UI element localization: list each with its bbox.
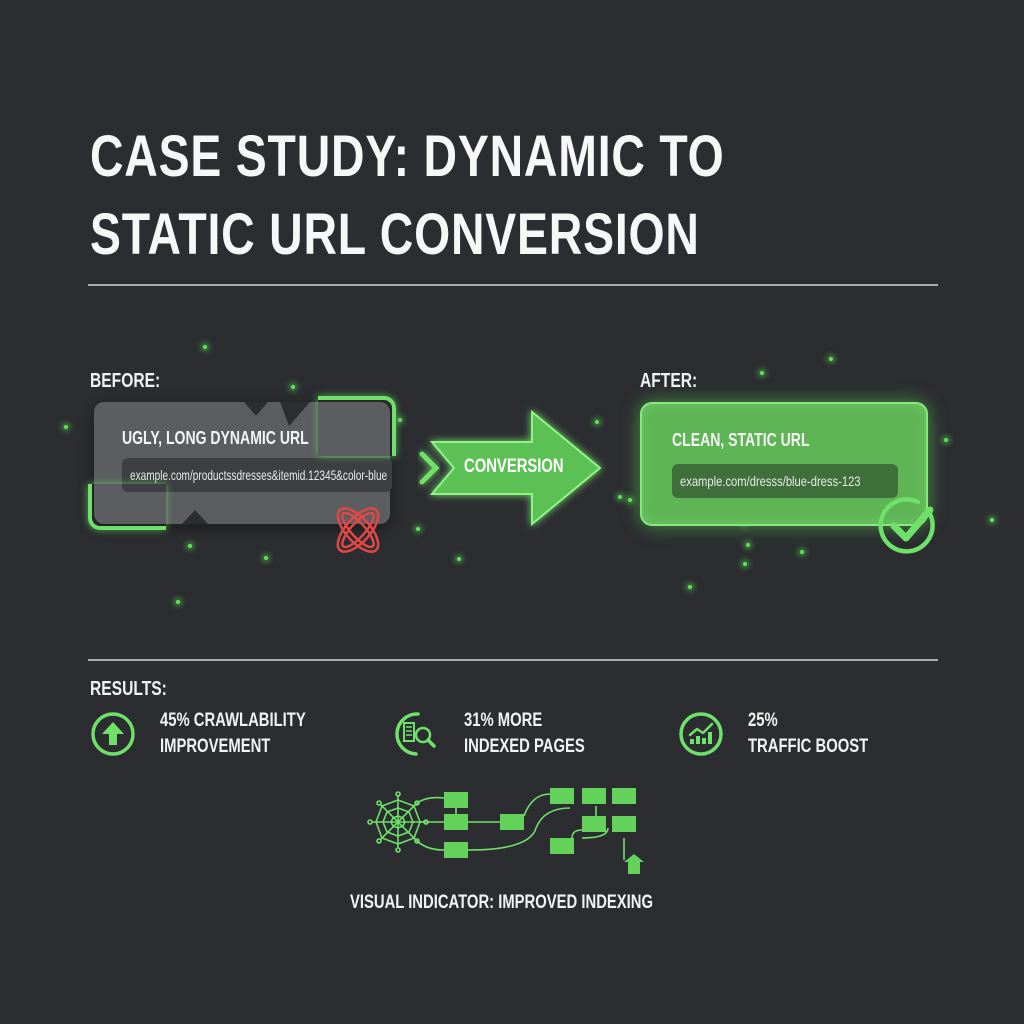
check-circle-icon: [878, 497, 935, 554]
indicator-caption: VISUAL INDICATOR: IMPROVED INDEXING: [350, 892, 654, 913]
page-title: CASE STUDY: DYNAMIC TO STATIC URL CONVER…: [90, 118, 883, 274]
chart-growth-icon: [679, 712, 723, 756]
conversion-arrow: CONVERSION: [419, 409, 604, 527]
results-label: RESULTS:: [90, 678, 167, 700]
before-label: BEFORE:: [90, 370, 161, 392]
after-url-card: CLEAN, STATIC URL example.com/dresss/blu…: [640, 402, 928, 526]
conversion-label: CONVERSION: [464, 456, 564, 477]
before-corner-bracket: [318, 396, 396, 456]
title-line-1: CASE STUDY: DYNAMIC TO: [90, 124, 725, 189]
right-arrow-icon: [419, 409, 602, 527]
result-item-crawlability: 45% CRAWLABILITY IMPROVEMENT: [90, 708, 347, 760]
after-label: AFTER:: [640, 370, 698, 392]
book-search-icon: [395, 712, 436, 756]
result-item-traffic: 25% TRAFFIC BOOST: [678, 708, 902, 760]
divider-top: [88, 284, 938, 286]
before-corner-bracket: [88, 484, 166, 530]
after-heading: CLEAN, STATIC URL: [672, 430, 810, 450]
divider-results: [88, 659, 938, 661]
before-url-field: example.com/productssdresses&itemid.1234…: [122, 458, 392, 492]
before-url-card: UGLY, LONG DYNAMIC URL example.com/produ…: [94, 402, 392, 524]
arrow-up-circle-icon: [91, 712, 135, 756]
title-line-2: STATIC URL CONVERSION: [90, 202, 700, 267]
before-heading: UGLY, LONG DYNAMIC URL: [122, 428, 309, 448]
after-url-field: example.com/dresss/blue-dress-123: [672, 464, 898, 498]
spider-web-index-diagram-icon: [367, 788, 644, 874]
broken-link-icon: [336, 507, 380, 553]
result-item-indexed-pages: 31% MORE INDEXED PAGES: [394, 708, 619, 760]
